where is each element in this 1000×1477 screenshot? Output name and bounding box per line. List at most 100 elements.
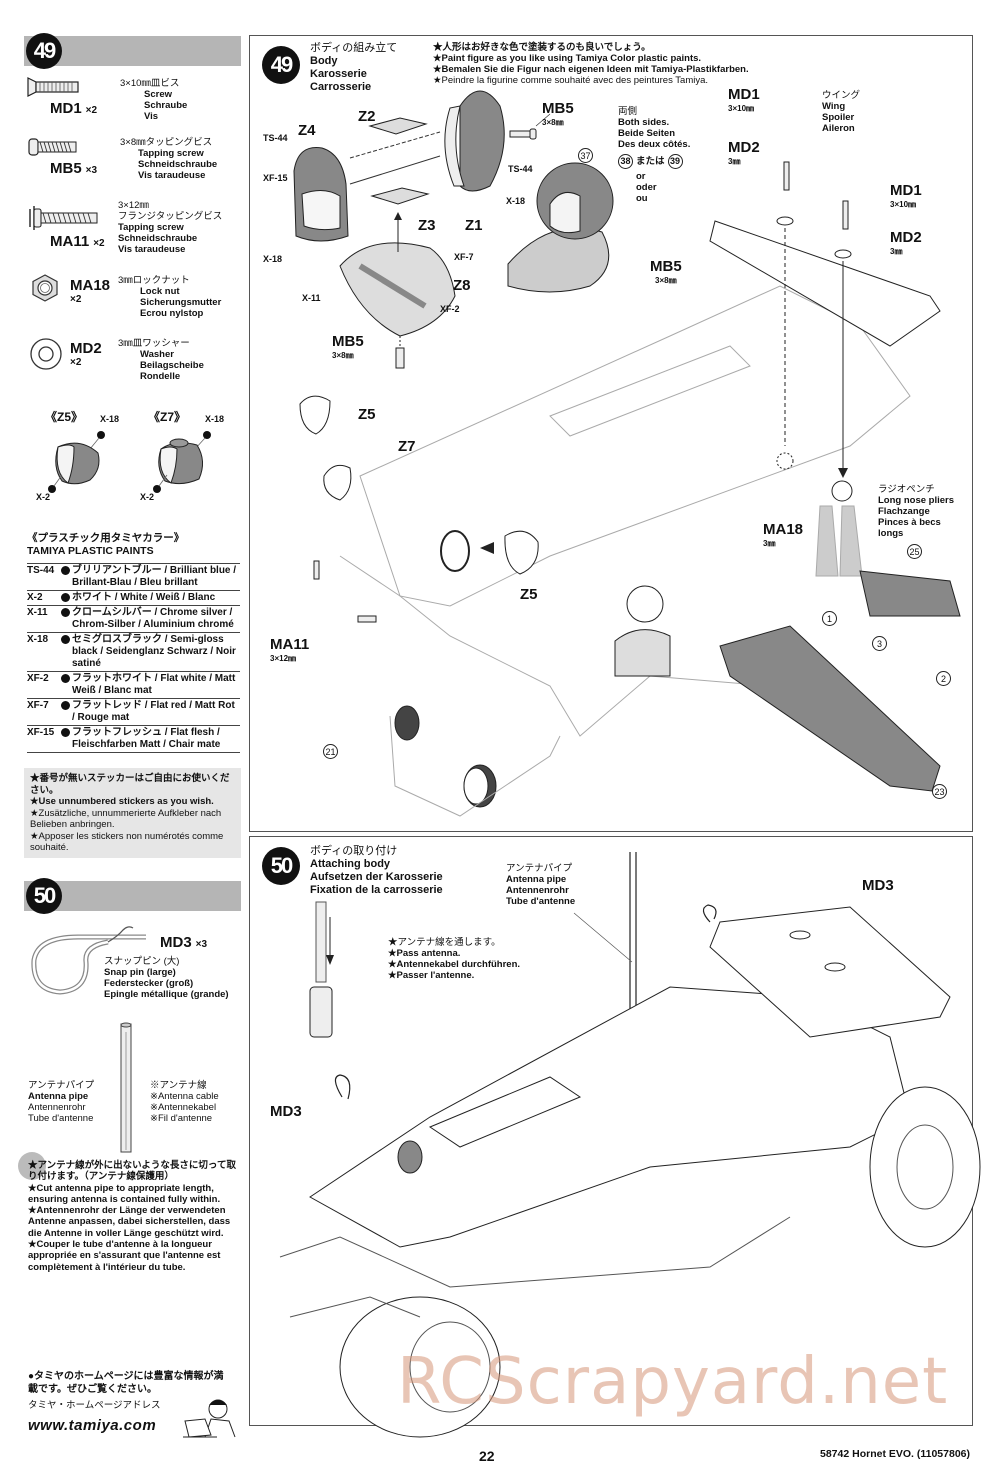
paint-dot-icon [61,566,70,575]
step-49-badge: 49 [26,33,62,69]
label-xf7: XF-7 [454,252,474,262]
person-at-laptop-icon [183,1399,236,1438]
part-code: MD2 [70,340,102,357]
part-qty: ×2 [85,105,98,116]
antenna-pipe-label: アンテナパイプ Antenna pipe Antennenrohr Tube d… [28,1080,95,1124]
sticker-note: ★番号が無いステッカーはご自由にお使いください。 ★Use unnumbered… [24,768,241,858]
label-ts44: TS-44 [508,164,533,174]
sticker-callout-2: 2 [936,671,951,686]
label-md3-left: MD3 [270,1103,302,1120]
body-attachment-diagram [279,852,981,1438]
label-z5: Z5 [358,406,376,423]
panel-50-title: ボディの取り付け Attaching body Aufsetzen der Ka… [310,845,443,896]
paint-dot-icon [61,701,70,710]
part-desc: 3㎜皿ワッシャー Washer Beilagscheibe Rondelle [118,338,204,382]
countersunk-screw-icon [27,77,79,97]
homepage-note: ●タミヤのホームページには豊富な情報が満載です。ぜひご覧ください。 タミヤ・ホー… [28,1371,224,1411]
part-desc: 3㎜ロックナット Lock nut Sicherungsmutter Ecrou… [118,275,222,319]
tapping-screw-icon [28,138,77,156]
washer-icon [30,338,62,370]
sticker-callout-37: 37 [578,148,593,163]
label-z1: Z1 [465,217,483,234]
sticker-callout-25: 25 [907,544,922,559]
paint-dot-icon [61,635,70,644]
paint-dot-icon [61,608,70,617]
label-z4: Z4 [298,122,316,139]
sticker-callout-1: 1 [822,611,837,626]
label-z2: Z2 [358,108,376,125]
part-code: MB5 [50,160,82,177]
antenna-pipe-label: アンテナパイプ Antenna pipe Antennenrohr Tube d… [506,863,576,907]
part-code: MD3 [160,934,192,951]
part-desc: 3×10㎜皿ビス Screw Schraube Vis [120,78,188,122]
label-xf15: XF-15 [263,173,288,183]
step-50-badge: 50 [26,878,62,914]
part-code: MD1 [50,100,82,117]
label-x11: X-11 [302,293,321,303]
wing-label: ウイング Wing Spoiler Aileron [822,90,861,134]
label-z7: Z7 [398,438,416,455]
label-md3-right: MD3 [862,877,894,894]
tamiya-url-link[interactable]: www.tamiya.com [28,1417,157,1434]
step-50-panel-badge: 50 [262,847,300,885]
part-desc: スナップピン (大) Snap pin (large) Federstecker… [104,956,229,1000]
paint-dot-icon [61,593,70,602]
label-xf2: XF-2 [440,304,460,314]
sticker-callout-21: 21 [323,744,338,759]
label-x18: X-18 [263,254,283,264]
flange-tapping-screw-icon [29,206,98,230]
sticker-callout-3: 3 [872,636,887,651]
paints-title: 《プラスチック用タミヤカラー》 TAMIYA PLASTIC PAINTS [27,532,185,557]
panel-49-title: ボディの組み立て Body Karosserie Carrosserie [310,42,398,93]
part-qty: ×2 [93,238,105,249]
light-bulb-z7-icon [153,431,211,493]
page-number: 22 [479,1448,495,1464]
step-49-panel: 49 ボディの組み立て Body Karosserie Carrosserie … [249,35,973,832]
paint-figure-note: ★人形はお好きな色で塗装するのも良いでしょう。 ★Paint figure as… [433,42,749,86]
both-sides-note: 両側 Both sides. Beide Seiten Des deux côt… [618,106,691,150]
sticker-alternative: 38 または 39 [618,154,683,169]
note-marker-icon [18,1152,46,1180]
snap-pin-icon [31,926,146,995]
step-49-panel-badge: 49 [262,46,300,84]
part-code: MA11 [50,233,90,250]
label-x18: X-18 [506,196,526,206]
label-ts44: TS-44 [263,133,288,143]
label-z3: Z3 [418,217,436,234]
antenna-pipe-icon [120,1022,132,1153]
pass-antenna-note: ★アンテナ線を通します。 ★Pass antenna. ★Antennekabe… [388,937,521,981]
part-qty: ×3 [85,165,98,176]
paint-dot-icon [61,674,70,683]
part-qty: ×2 [70,294,82,305]
part-desc: 3×12㎜ フランジタッピングビス Tapping screw Schneids… [118,200,223,255]
part-code: MA18 [70,277,111,294]
helmet-z4-icon [293,146,349,242]
part-qty: ×2 [70,357,82,368]
label-z5: Z5 [520,586,538,603]
body-assembly-diagram [293,90,961,817]
pliers-label: ラジオペンチ Long nose pliers Flachzange Pince… [878,484,955,539]
sticker-callout-23: 23 [932,784,947,799]
lock-nut-icon [32,274,58,302]
step-50-panel: 50 ボディの取り付け Attaching body Aufsetzen der… [249,836,981,1438]
watermark: RCScrapyard.net [397,1345,949,1419]
product-code: 58742 Hornet EVO. (11057806) [820,1448,971,1460]
part-qty: ×3 [195,939,208,950]
